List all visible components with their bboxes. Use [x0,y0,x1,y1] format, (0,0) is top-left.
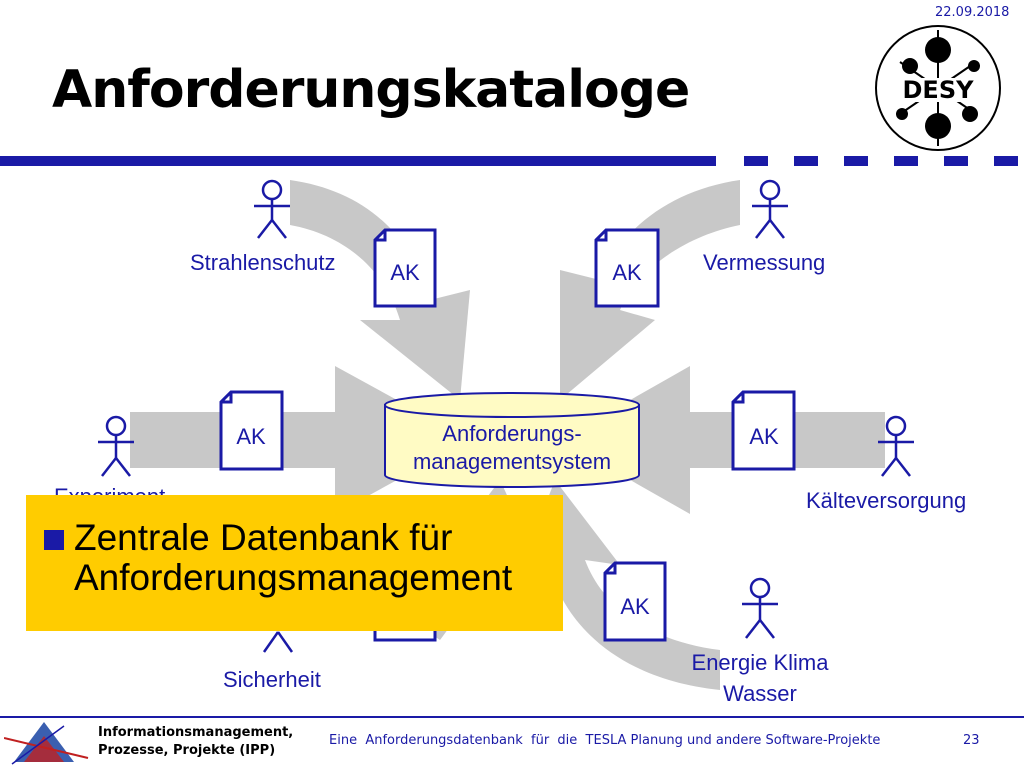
actor-kaelteversorgung-label: Kälteversorgung [806,488,967,513]
footer-org-line2: Prozesse, Projekte (IPP) [98,743,276,758]
actor-energie-icon [742,577,778,639]
ipp-logo-icon [4,722,89,765]
slide-date: 22.09.2018 [935,5,1010,20]
footer-organization: Informationsmanagement, Prozesse, Projek… [98,724,293,760]
slide-title: Anforderungskataloge [52,60,690,120]
actor-energie-label-line1: Energie Klima [691,650,829,675]
actor-sicherheit-label: Sicherheit [223,667,321,692]
callout-box [26,495,563,631]
actor-strahlenschutz-icon [254,179,290,239]
doc-ak-2: AK [594,228,660,308]
database-cylinder: Anforderungs- managementsystem [384,392,640,488]
header-bar [0,156,1018,166]
desy-logo: DESY [875,25,1001,151]
actor-sicherheit-icon [262,631,294,653]
actor-strahlenschutz-label: Strahlenschutz [190,250,336,275]
footer-presentation-title: Eine Anforderungsdatenbank für die TESLA… [329,733,881,748]
footer-org-line1: Informationsmanagement, [98,725,294,740]
arrow-experiment [130,366,470,514]
actor-vermessung-icon [752,179,788,239]
doc-ak-5-label: AK [620,594,650,619]
callout-line2: Anforderungsmanagement [74,557,513,598]
doc-ak-1: AK [373,228,437,308]
actor-experiment-icon [98,415,134,477]
actor-kaelteversorgung-icon [878,415,914,477]
callout-line1: Zentrale Datenbank für [74,517,453,558]
doc-ak-2-label: AK [612,260,642,285]
bullet-square-icon [44,530,64,550]
callout-text: Zentrale Datenbank für Anforderungsmanag… [74,518,512,598]
doc-ak-4: AK [731,390,796,471]
arrow-kaelteversorgung [560,366,885,514]
doc-ak-5: AK [603,561,667,642]
database-label-line1: Anforderungs- [442,421,581,446]
doc-ak-4-label: AK [749,424,779,449]
desy-logo-text: DESY [903,76,975,104]
doc-ak-3-label: AK [236,424,266,449]
footer-page-number: 23 [963,733,980,748]
database-label-line2: managementsystem [413,449,611,474]
footer-divider [0,716,1024,718]
actor-vermessung-label: Vermessung [703,250,826,275]
doc-ak-1-label: AK [390,260,420,285]
actor-energie-label-line2: Wasser [723,681,797,706]
arrow-vermessung [560,180,740,400]
arrow-energie [520,480,720,690]
doc-ak-3: AK [219,390,284,471]
arrow-strahlenschutz [290,180,470,400]
